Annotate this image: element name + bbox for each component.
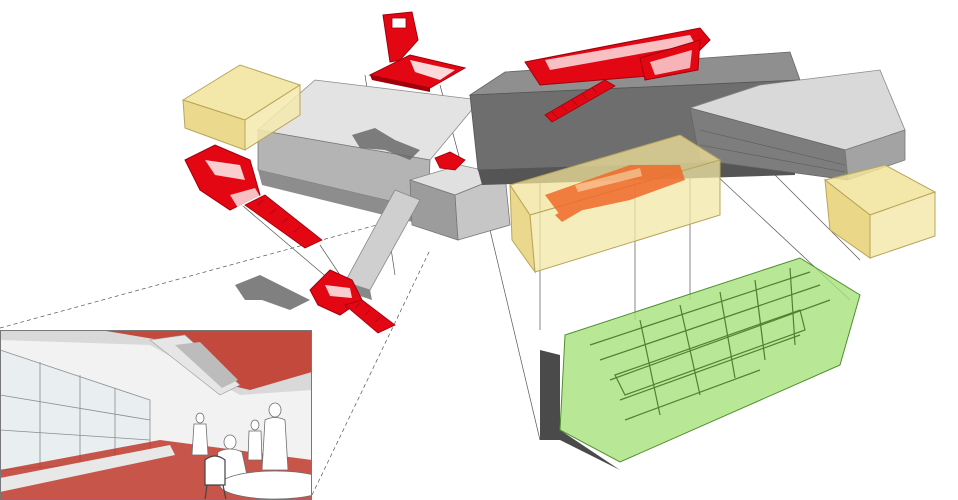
- red-tower-top: [368, 11, 467, 92]
- interior-render-inset: [0, 330, 312, 500]
- red-stair-run: [544, 79, 616, 123]
- orange-stair-in-glass: [545, 165, 685, 222]
- plan-slab: [559, 257, 861, 463]
- green-floor-plan: [540, 257, 861, 470]
- inset-leader-top: [0, 219, 396, 329]
- roof-shadow: [352, 128, 420, 160]
- inset-leader-bottom: [311, 249, 431, 496]
- glass-box-right: [823, 164, 937, 259]
- red-stair-bottom: [309, 269, 396, 334]
- red-small-block: [434, 151, 466, 171]
- red-stair-left: [184, 144, 323, 249]
- red-long-stair: [524, 27, 711, 123]
- glass-box-left: [181, 64, 302, 151]
- plan-shadow: [540, 350, 620, 470]
- ground-shadow: [235, 275, 310, 310]
- red-features: [184, 11, 711, 334]
- inset-table: [219, 470, 312, 500]
